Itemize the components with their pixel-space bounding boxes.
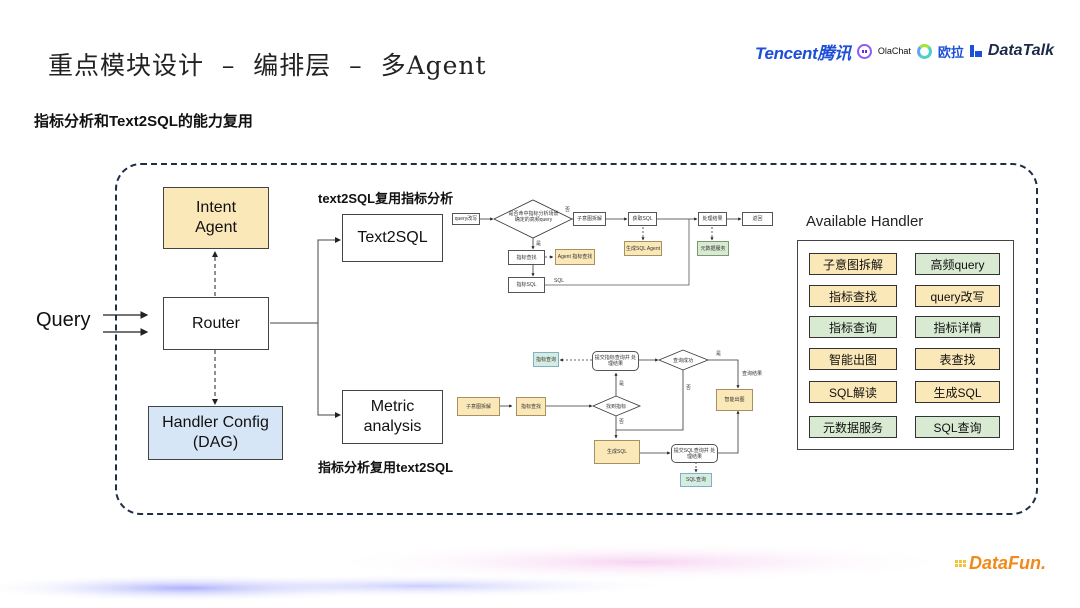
mf-submit-metric-query: 提交指标查询并 处理结果 bbox=[592, 351, 639, 371]
mf-sql-query: SQL查询 bbox=[680, 473, 712, 487]
mf-metric-lookup: 指标查找 bbox=[516, 397, 546, 416]
text2sql-label: Text2SQL bbox=[357, 229, 428, 246]
mf-sub-intent: 子意图拆解 bbox=[457, 397, 500, 416]
t2s-no-label: 否 bbox=[565, 207, 571, 213]
handler-item: 指标详情 bbox=[915, 316, 1000, 338]
intent-agent-box: Intent Agent bbox=[163, 187, 269, 249]
handler-config-box: Handler Config (DAG) bbox=[148, 406, 283, 460]
oula-logo-text: 欧拉 bbox=[937, 44, 964, 60]
mf-smart-chart: 智能出图 bbox=[716, 389, 753, 411]
partner-logos: Tencent腾讯 OlaChat 欧拉 DataTalk bbox=[755, 39, 1054, 64]
text2sql-box: Text2SQL bbox=[342, 214, 443, 262]
t2s-decision-label: 是否命中指标分析场景 确定的高频query bbox=[508, 211, 559, 223]
t2s-metadata-service: 元数据服务 bbox=[697, 241, 729, 256]
mf-generate-sql: 生成SQL bbox=[594, 440, 640, 464]
t2s-metric-lookup: 指标查找 bbox=[508, 250, 545, 265]
datatalk-logo-text: DataTalk bbox=[987, 42, 1054, 59]
section-subtitle: 指标分析和Text2SQL的能力复用 bbox=[34, 113, 253, 130]
handler-config-label: Handler Config (DAG) bbox=[162, 414, 269, 451]
t2s-agent-metric-lookup: Agent 指标查找 bbox=[555, 249, 595, 265]
mf-yes-label-1: 是 bbox=[619, 381, 625, 387]
metric-analysis-box: Metric analysis bbox=[342, 390, 443, 444]
handler-item: 指标查询 bbox=[809, 316, 897, 338]
mf-no-label-1: 否 bbox=[619, 419, 625, 425]
router-to-text2sql-arrow bbox=[270, 237, 341, 324]
handler-item: query改写 bbox=[915, 285, 1000, 307]
datafun-logo: DataFun. bbox=[954, 553, 1046, 574]
t2s-process-result: 处理结果 bbox=[698, 212, 727, 226]
tencent-logo: Tencent腾讯 bbox=[755, 39, 851, 64]
handler-item: 子意图拆解 bbox=[809, 253, 897, 275]
t2s-sql-label: SQL bbox=[554, 278, 565, 284]
router-box: Router bbox=[163, 297, 269, 350]
mf-no-label-2: 否 bbox=[686, 385, 692, 391]
tencent-logo-text: Tencent bbox=[754, 43, 818, 63]
mf-found-metric-label: 找到指标 bbox=[605, 404, 626, 410]
handler-item: 生成SQL bbox=[915, 381, 1000, 403]
handler-panel bbox=[797, 240, 1014, 450]
mf-metric-query: 指标查询 bbox=[533, 352, 559, 367]
handler-item: 智能出图 bbox=[809, 348, 897, 370]
t2s-return: 返回 bbox=[742, 212, 773, 226]
handler-item: 高频query bbox=[915, 253, 1000, 275]
handler-panel-title: Available Handler bbox=[806, 213, 924, 230]
metric-analysis-label: Metric analysis bbox=[363, 398, 422, 435]
mf-query-result-label: 查询结果 bbox=[742, 371, 763, 377]
oula-ring-icon bbox=[916, 43, 932, 59]
metric-caption: 指标分析复用text2SQL bbox=[318, 460, 454, 475]
page-title: 重点模块设计 – 编排层 – 多Agent bbox=[48, 51, 487, 80]
router-to-metric-arrow bbox=[317, 323, 341, 418]
handler-item: 元数据服务 bbox=[809, 416, 897, 438]
mf-query-success-label: 查询成功 bbox=[672, 358, 693, 364]
metric-found-diamond bbox=[591, 395, 642, 417]
query-label: Query bbox=[36, 309, 91, 331]
t2s-yes-label: 是 bbox=[536, 241, 542, 247]
tencent-logo-cn: 腾讯 bbox=[817, 43, 851, 63]
mf-submit-sql-query: 提交SQL查询并 处理结果 bbox=[671, 444, 718, 463]
t2s-sub-intent: 子意图拆解 bbox=[573, 212, 606, 226]
handler-item: SQL查询 bbox=[915, 416, 1000, 438]
datafun-dots-icon bbox=[954, 560, 966, 567]
orchestration-layer-frame bbox=[115, 163, 1038, 515]
t2s-query-rewrite: query改写 bbox=[452, 213, 480, 225]
decorative-wave bbox=[0, 542, 960, 602]
t2s-metric-sql: 指标SQL bbox=[508, 277, 545, 293]
olachat-logo-text: OlaChat bbox=[877, 46, 911, 56]
router-label: Router bbox=[191, 314, 241, 332]
t2s-get-sql: 获取SQL bbox=[628, 212, 657, 226]
t2s-gen-sql-agent: 生成SQL Agent bbox=[624, 241, 662, 256]
handler-item: SQL解读 bbox=[809, 381, 897, 403]
handler-item: 表查找 bbox=[915, 348, 1000, 370]
olachat-icon bbox=[856, 43, 872, 59]
datafun-logo-text: DataFun. bbox=[968, 553, 1046, 573]
mf-yes-label-2: 是 bbox=[716, 351, 722, 357]
handler-item: 指标查找 bbox=[809, 285, 897, 307]
intent-agent-label: Intent Agent bbox=[195, 199, 237, 236]
datatalk-bar-icon bbox=[969, 45, 982, 57]
text2sql-caption: text2SQL复用指标分析 bbox=[318, 191, 454, 206]
